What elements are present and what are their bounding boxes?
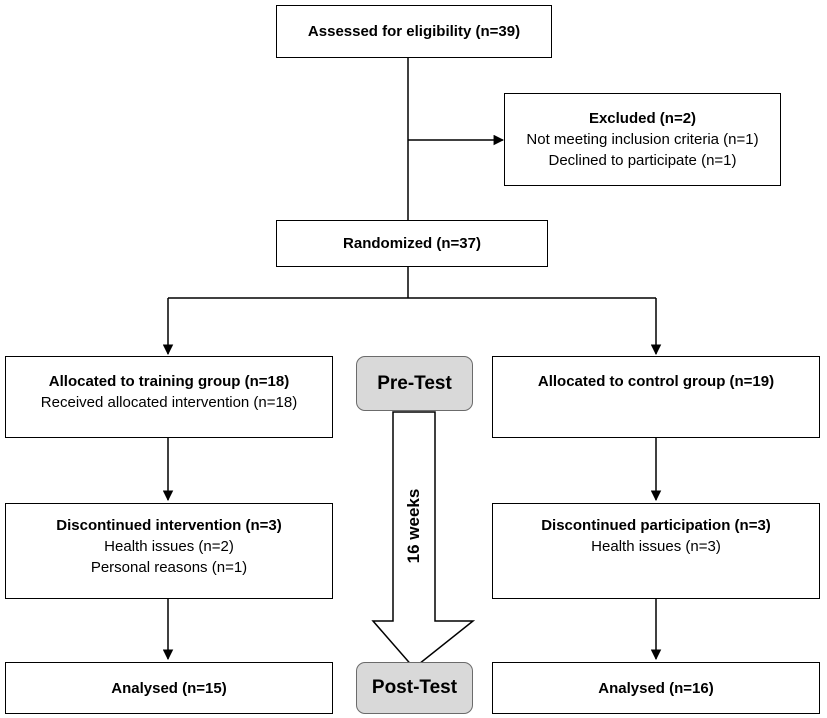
control-discontinued-reason: Health issues (n=3) — [591, 538, 721, 555]
training-allocation-detail: Received allocated intervention (n=18) — [40, 394, 298, 411]
training-discontinued-box: Discontinued intervention (n=3) Health i… — [5, 503, 333, 599]
control-discontinued-box: Discontinued participation (n=3) Health … — [492, 503, 820, 599]
timeline-arrow — [371, 411, 476, 670]
excluded-box: Excluded (n=2) Not meeting inclusion cri… — [504, 93, 781, 186]
excluded-reason: Not meeting inclusion criteria (n=1) — [526, 131, 759, 148]
eligibility-text: Assessed for eligibility (n=39) — [307, 23, 521, 40]
randomized-box: Randomized (n=37) — [276, 220, 548, 267]
training-discontinued-reason: Health issues (n=2) — [104, 538, 234, 555]
control-analysed-box: Analysed (n=16) — [492, 662, 820, 714]
training-allocation-box: Allocated to training group (n=18) Recei… — [5, 356, 333, 438]
training-discontinued-title: Discontinued intervention (n=3) — [56, 517, 282, 534]
training-analysed-text: Analysed (n=15) — [111, 679, 227, 697]
training-analysed-box: Analysed (n=15) — [5, 662, 333, 714]
control-allocation-box: Allocated to control group (n=19) — [492, 356, 820, 438]
control-allocation-title: Allocated to control group (n=19) — [537, 373, 775, 390]
duration-label: 16 weeks — [404, 488, 423, 564]
post-test-text: Post-Test — [371, 677, 458, 698]
randomized-text: Randomized (n=37) — [343, 235, 481, 252]
training-allocation-title: Allocated to training group (n=18) — [48, 373, 290, 390]
control-discontinued-title: Discontinued participation (n=3) — [541, 517, 771, 534]
excluded-title: Excluded (n=2) — [588, 110, 697, 127]
control-analysed-text: Analysed (n=16) — [598, 679, 714, 697]
excluded-reason: Declined to participate (n=1) — [548, 152, 737, 169]
pre-test-label: Pre-Test — [356, 356, 473, 411]
training-discontinued-reason: Personal reasons (n=1) — [90, 559, 248, 576]
eligibility-box: Assessed for eligibility (n=39) — [276, 5, 552, 58]
pre-test-text: Pre-Test — [377, 372, 452, 394]
post-test-label: Post-Test — [356, 662, 473, 714]
